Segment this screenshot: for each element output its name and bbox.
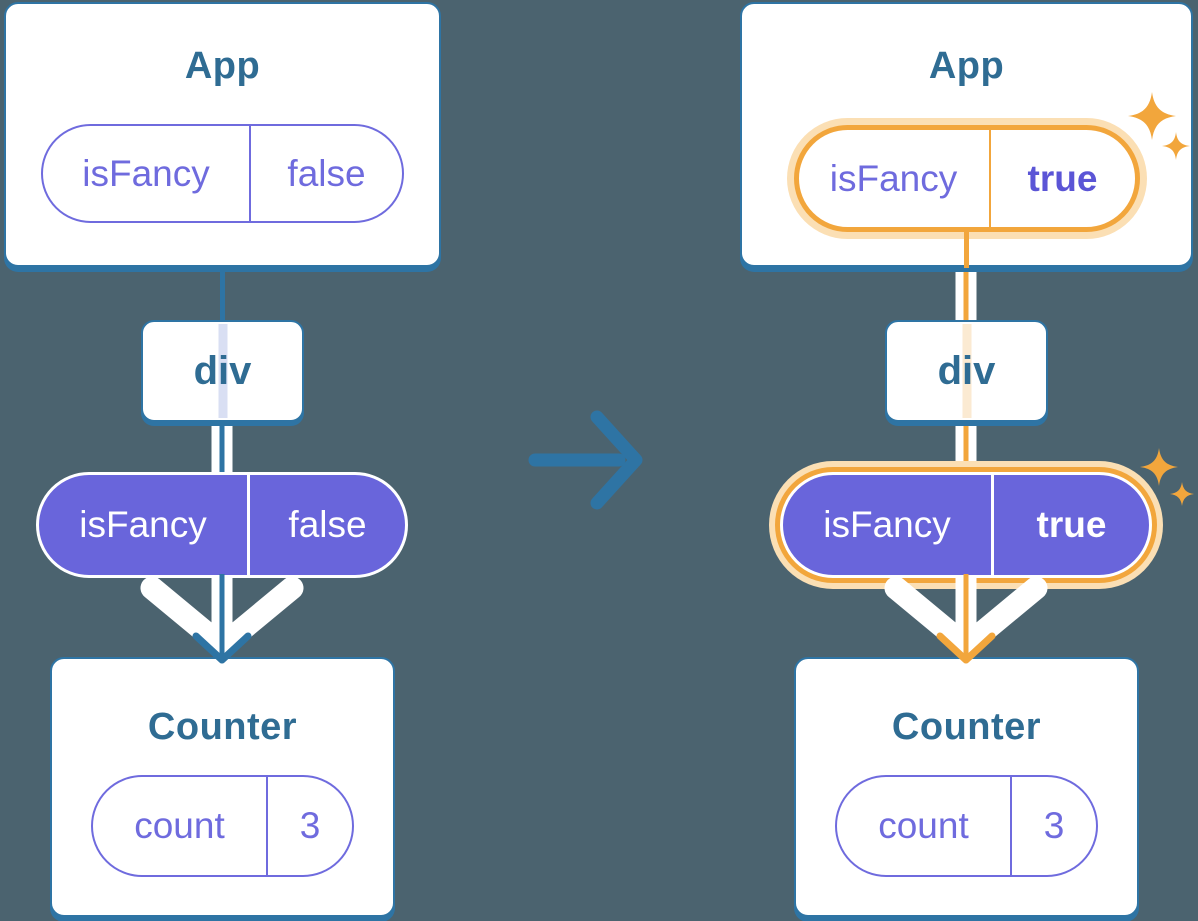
state-pill-isfancy-after: isFancy true bbox=[793, 125, 1140, 232]
div-node-after: div bbox=[885, 320, 1048, 422]
component-title: Counter bbox=[891, 706, 1042, 748]
counter-card-after: Counter count 3 bbox=[794, 657, 1139, 917]
pill-key: count bbox=[93, 777, 268, 875]
pill-key: isFancy bbox=[799, 130, 991, 227]
pill-key: isFancy bbox=[783, 475, 994, 575]
ghost-flow-line bbox=[218, 324, 227, 418]
prop-flow-arrow-before bbox=[140, 574, 304, 664]
pill-value: true bbox=[1036, 504, 1107, 545]
pill-key: isFancy bbox=[39, 475, 250, 575]
passed-prop-pill-before: isFancy false bbox=[36, 472, 408, 578]
pill-key: isFancy bbox=[43, 126, 251, 221]
state-pill-isfancy-before: isFancy false bbox=[41, 124, 404, 223]
app-card-before: App isFancy false bbox=[4, 2, 441, 267]
pill-value: 3 bbox=[299, 805, 321, 846]
ghost-flow-line bbox=[962, 324, 971, 418]
app-card-after: App isFancy true bbox=[740, 2, 1193, 267]
prop-flow-arrow-after bbox=[884, 574, 1048, 664]
prop-flow-line-app-div-before bbox=[220, 264, 225, 326]
component-title: App bbox=[928, 45, 1005, 87]
prop-flow-line-in-app-after bbox=[964, 228, 969, 268]
counter-card-before: Counter count 3 bbox=[50, 657, 395, 917]
passed-prop-pill-after: isFancy true bbox=[780, 472, 1152, 578]
prop-flow-line-div-pill-after bbox=[955, 418, 977, 480]
pill-value: false bbox=[288, 504, 367, 545]
div-node-before: div bbox=[141, 320, 304, 422]
pill-value: true bbox=[1027, 157, 1098, 199]
sparkle-icon bbox=[1128, 92, 1190, 160]
sparkle-icon bbox=[1140, 448, 1194, 506]
pill-key: count bbox=[837, 777, 1012, 875]
prop-flow-line-app-div-after bbox=[955, 264, 977, 326]
state-pill-count-before: count 3 bbox=[91, 775, 354, 877]
state-pill-count-after: count 3 bbox=[835, 775, 1098, 877]
node-title: div bbox=[193, 348, 252, 393]
node-title: div bbox=[937, 348, 996, 393]
right-arrow-icon bbox=[528, 410, 643, 510]
prop-flow-line-div-pill-before bbox=[211, 418, 233, 480]
pill-value: 3 bbox=[1043, 805, 1065, 846]
component-title: Counter bbox=[147, 706, 298, 748]
pill-value: false bbox=[287, 152, 366, 194]
component-title: App bbox=[184, 45, 261, 87]
